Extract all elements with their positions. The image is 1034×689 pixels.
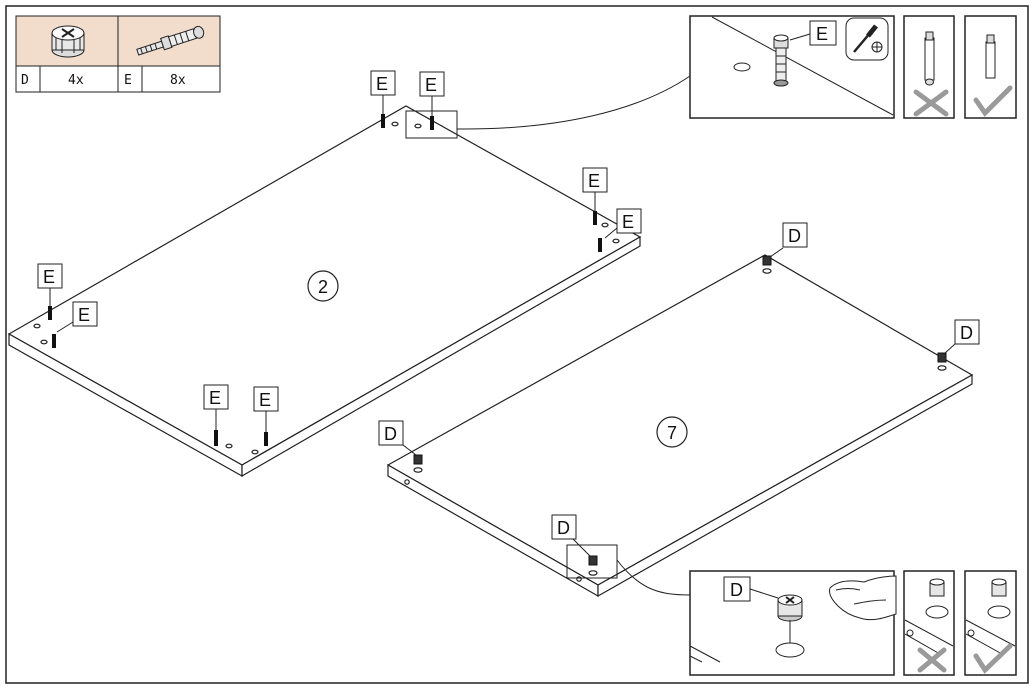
d-callouts: D D D D (378, 222, 980, 540)
callout-e-label: E (43, 267, 55, 287)
callout-d-label: D (384, 424, 397, 444)
cam-detail-label: D (730, 580, 743, 600)
check-mark-icon (973, 643, 1013, 674)
callout-d-label: D (960, 323, 973, 343)
panel-2-number: 2 (307, 270, 339, 302)
callout-e-label: E (376, 74, 388, 94)
callout-e-label: E (425, 75, 437, 95)
panel-7-cams (413, 255, 947, 566)
callout-d-label: D (557, 518, 570, 538)
callout-e-label: E (622, 212, 634, 232)
cam-lock-detail-icon (777, 594, 803, 648)
bolt-detail-label: E (816, 24, 828, 44)
screwdriver-icon (845, 17, 889, 61)
bolt-wrong-panel (903, 15, 955, 119)
cam-wrong-panel (903, 570, 955, 676)
parts-legend: D 4x E 8x (15, 15, 221, 93)
cam-d (413, 454, 423, 465)
cross-mark-icon (913, 89, 949, 117)
e-leaders (49, 95, 618, 432)
check-mark-icon (973, 85, 1013, 117)
bolt-right-panel (964, 15, 1017, 119)
page-frame (5, 5, 1029, 684)
cross-mark-icon (917, 647, 947, 673)
cam-d (588, 555, 598, 566)
bolt-detail-leader (456, 75, 691, 130)
cam-lock-icon (51, 25, 85, 58)
panel-7-number: 7 (656, 416, 688, 448)
cam-d (762, 255, 772, 266)
legend-qty-e: 8x (170, 73, 186, 88)
bolt-detail-box: E (689, 15, 895, 119)
legend-code-d: D (21, 73, 29, 88)
callout-d-label: D (788, 226, 801, 246)
callout-e-label: E (259, 390, 271, 410)
cam-detail-box: D (689, 570, 897, 676)
panel-2-bolts (48, 114, 602, 446)
cam-detail-leader (616, 559, 691, 596)
e-callouts: E E E E E E E E (37, 70, 642, 412)
cam-detail-marker (566, 544, 618, 579)
panel-number: 2 (318, 277, 328, 297)
callout-e-label: E (209, 388, 221, 408)
legend-qty-d: 4x (68, 73, 84, 88)
cam-bolt-icon (136, 25, 205, 56)
hand-icon (829, 575, 897, 621)
cam-d (937, 352, 947, 363)
cam-bolt-detail-icon (773, 34, 789, 87)
panel-number: 7 (667, 423, 677, 443)
callout-e-label: E (78, 305, 90, 325)
cam-right-panel (964, 570, 1017, 676)
callout-e-label: E (588, 171, 600, 191)
legend-code-e: E (124, 73, 132, 88)
